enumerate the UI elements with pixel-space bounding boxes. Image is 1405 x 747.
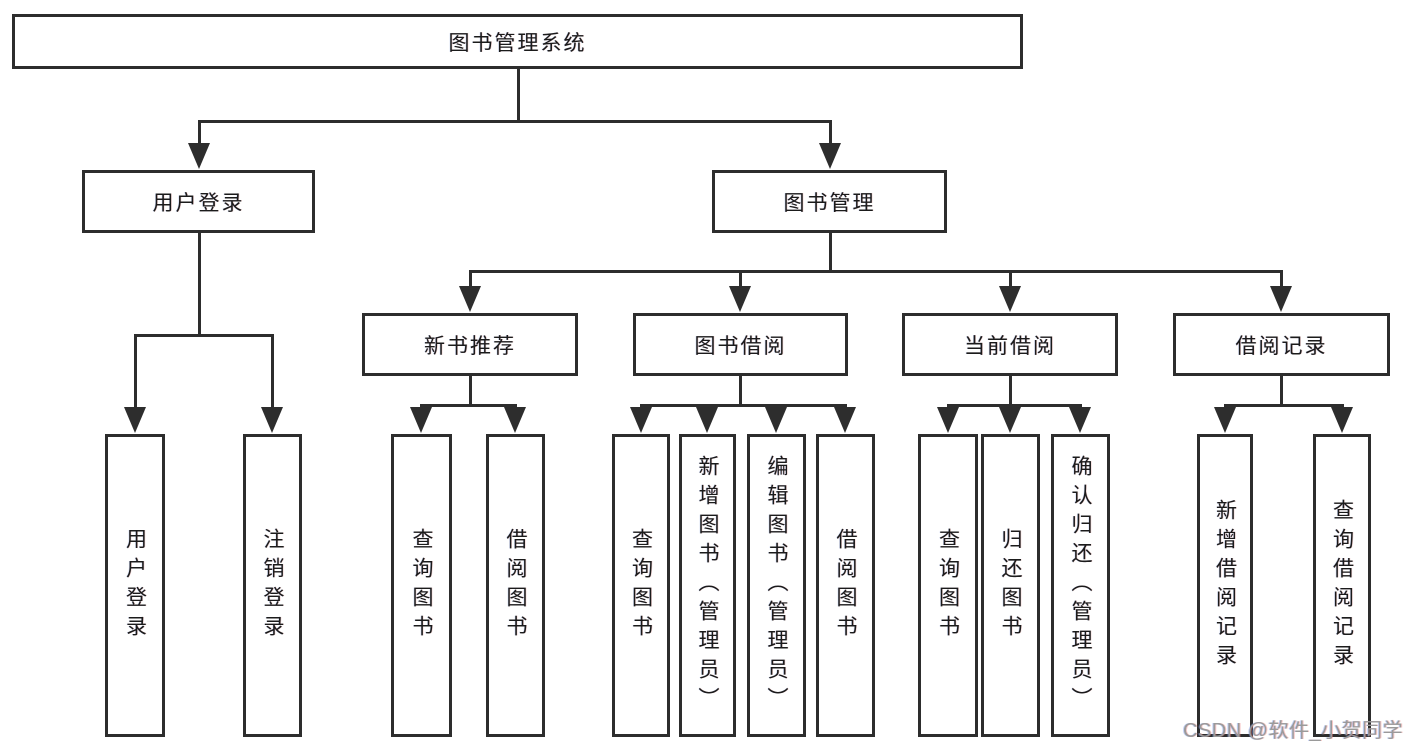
node-book-borrowing-label: 图书借阅 — [694, 334, 787, 358]
connector-line — [828, 233, 832, 271]
connector-line — [133, 335, 137, 415]
connector-line — [1279, 376, 1283, 405]
arrow-down-icon — [696, 407, 718, 433]
connector-line — [197, 121, 201, 151]
arrow-down-icon — [1214, 407, 1236, 433]
node-user-login-label: 用户登录 — [152, 191, 245, 215]
connector-line — [197, 233, 201, 335]
leaf-newbooks-borrow-books-label: 借阅图书 — [504, 527, 527, 644]
leaf-logout-label: 注销登录 — [261, 527, 284, 644]
leaf-current-return-books-label: 归还图书 — [999, 527, 1022, 644]
connector-line — [1008, 376, 1012, 405]
leaf-current-return-books: 归还图书 — [981, 434, 1040, 737]
leaf-borrowing-borrow-books-label: 借阅图书 — [834, 527, 857, 644]
connector-line — [468, 269, 1283, 273]
connector-line — [419, 403, 517, 407]
connector-line — [828, 121, 832, 151]
arrow-down-icon — [937, 407, 959, 433]
node-book-management: 图书管理 — [712, 170, 947, 233]
leaf-current-confirm-return-admin-label: 确认归还（管理员） — [1069, 455, 1092, 716]
node-user-login: 用户登录 — [82, 170, 315, 233]
leaf-current-query-books: 查询图书 — [918, 434, 978, 737]
arrow-down-icon — [188, 143, 210, 169]
connector-line — [468, 271, 472, 294]
node-book-management-label: 图书管理 — [783, 191, 876, 215]
node-library-system-label: 图书管理系统 — [448, 31, 587, 55]
arrow-down-icon — [834, 407, 856, 433]
leaf-borrowing-borrow-books: 借阅图书 — [816, 434, 875, 737]
arrow-down-icon — [504, 407, 526, 433]
leaf-borrowing-query-books: 查询图书 — [612, 434, 670, 737]
connector-line — [738, 271, 742, 294]
leaf-logout: 注销登录 — [243, 434, 302, 737]
connector-line — [516, 69, 520, 121]
connector-line — [468, 376, 472, 405]
arrow-down-icon — [729, 286, 751, 312]
arrow-down-icon — [124, 407, 146, 433]
node-current-borrowing: 当前借阅 — [902, 313, 1118, 376]
leaf-newbooks-query-books: 查询图书 — [391, 434, 452, 737]
connector-line — [738, 376, 742, 405]
leaf-borrowing-add-books-admin-label: 新增图书（管理员） — [696, 455, 719, 716]
arrow-down-icon — [999, 407, 1021, 433]
connector-line — [270, 335, 274, 415]
leaf-records-add-record-label: 新增借阅记录 — [1213, 498, 1237, 673]
connector-line — [946, 403, 1082, 407]
arrow-down-icon — [410, 407, 432, 433]
leaf-current-query-books-label: 查询图书 — [936, 527, 960, 644]
leaf-newbooks-query-books-label: 查询图书 — [410, 527, 433, 644]
arrow-down-icon — [819, 143, 841, 169]
arrow-down-icon — [999, 286, 1021, 312]
leaf-user-login: 用户登录 — [105, 434, 165, 737]
connector-line — [1279, 271, 1283, 294]
leaf-borrowing-edit-books-admin: 编辑图书（管理员） — [747, 434, 806, 737]
connector-line — [1008, 271, 1012, 294]
connector-line — [133, 333, 274, 337]
leaf-borrowing-query-books-label: 查询图书 — [629, 527, 653, 644]
node-book-borrowing: 图书借阅 — [633, 313, 848, 376]
connector-line — [1223, 403, 1344, 407]
connector-line — [197, 119, 832, 123]
arrow-down-icon — [1331, 407, 1353, 433]
leaf-borrowing-add-books-admin: 新增图书（管理员） — [679, 434, 736, 737]
leaf-records-query-record-label: 查询借阅记录 — [1330, 498, 1354, 673]
node-current-borrowing-label: 当前借阅 — [964, 334, 1056, 358]
watermark: CSDN @软件_小贺同学 — [1183, 720, 1404, 742]
leaf-newbooks-borrow-books: 借阅图书 — [486, 434, 545, 737]
node-borrowing-records-label: 借阅记录 — [1235, 334, 1328, 358]
arrow-down-icon — [765, 407, 787, 433]
node-new-book-recommend-label: 新书推荐 — [424, 334, 516, 358]
arrow-down-icon — [459, 286, 481, 312]
node-new-book-recommend: 新书推荐 — [362, 313, 578, 376]
arrow-down-icon — [1270, 286, 1292, 312]
leaf-user-login-label: 用户登录 — [123, 527, 147, 644]
node-borrowing-records: 借阅记录 — [1173, 313, 1390, 376]
node-library-system: 图书管理系统 — [12, 14, 1023, 69]
arrow-down-icon — [261, 407, 283, 433]
leaf-borrowing-edit-books-admin-label: 编辑图书（管理员） — [765, 455, 788, 716]
leaf-records-query-record: 查询借阅记录 — [1313, 434, 1371, 737]
leaf-records-add-record: 新增借阅记录 — [1197, 434, 1253, 737]
leaf-current-confirm-return-admin: 确认归还（管理员） — [1051, 434, 1110, 737]
arrow-down-icon — [630, 407, 652, 433]
connector-line — [639, 403, 847, 407]
arrow-down-icon — [1069, 407, 1091, 433]
